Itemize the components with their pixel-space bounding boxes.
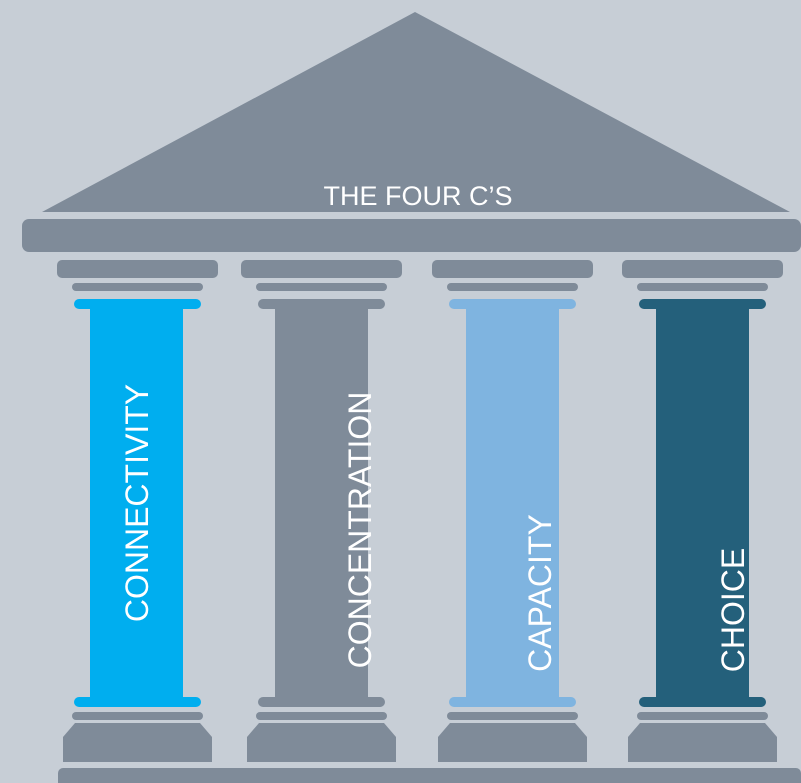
pillar-choice: CHOICE: [622, 260, 783, 762]
pillar-bottom-band: [449, 697, 576, 707]
pillar-shaft: [275, 307, 368, 699]
pillar-base: [63, 723, 212, 762]
pillar-bottom-band: [74, 697, 201, 707]
pillar-base: [438, 723, 587, 762]
pillar-capital-slab: [432, 260, 593, 278]
pillar-top-band: [74, 299, 201, 309]
pillar-base-ring: [256, 712, 387, 720]
pillar-base-ring: [72, 712, 203, 720]
pillar-capital-slab: [622, 260, 783, 278]
pillar-top-band: [258, 299, 385, 309]
diagram-title: THE FOUR C’S: [324, 181, 513, 211]
pillar-shaft: [656, 307, 749, 699]
pillar-capital-slab: [241, 260, 402, 278]
pillar-top-band: [449, 299, 576, 309]
pillar-capital-slab: [57, 260, 218, 278]
foundation: [58, 768, 801, 783]
pillar-concentration: CONCENTRATION: [241, 260, 402, 762]
pillar-label-choice: CHOICE: [715, 548, 751, 672]
pillar-base-ring: [637, 712, 768, 720]
pillar-label-connectivity: CONNECTIVITY: [119, 384, 155, 622]
pillar-bottom-band: [639, 697, 766, 707]
pillar-capital-ring: [447, 283, 578, 291]
pillar-shaft: [90, 307, 183, 699]
pillar-top-band: [639, 299, 766, 309]
pillar-label-capacity: CAPACITY: [522, 514, 558, 672]
pillar-label-concentration: CONCENTRATION: [342, 392, 378, 669]
pillar-base-ring: [447, 712, 578, 720]
pillar-capital-ring: [256, 283, 387, 291]
pillar-capital-ring: [72, 283, 203, 291]
pillar-capacity: CAPACITY: [432, 260, 593, 762]
pillar-base: [628, 723, 777, 762]
pillar-base: [247, 723, 396, 762]
pillar-shaft: [466, 307, 559, 699]
pillar-connectivity: CONNECTIVITY: [57, 260, 218, 762]
entablature: [22, 219, 801, 252]
pillar-bottom-band: [258, 697, 385, 707]
pillar-capital-ring: [637, 283, 768, 291]
roof: [42, 12, 790, 212]
